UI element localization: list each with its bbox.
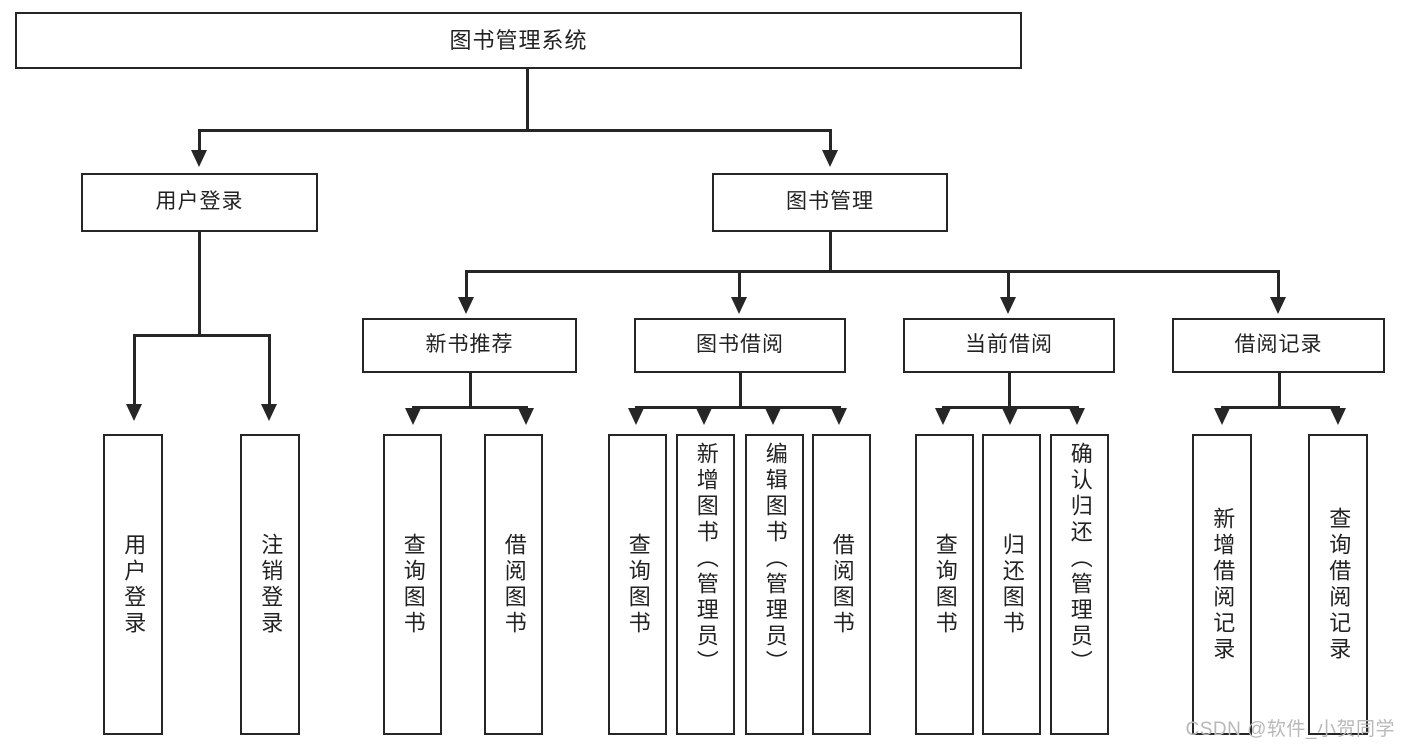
node-label: 当前借阅	[965, 333, 1053, 357]
node-label: 归还图书	[999, 532, 1025, 637]
arrow-borrowrecord-leaf-2	[1330, 408, 1346, 425]
leaf-query-book-current[interactable]: 查询图书	[915, 434, 974, 735]
arrow-bookmgmt-to-record	[1270, 297, 1286, 314]
node-label: 编辑图书（管理员）	[762, 442, 788, 676]
node-book-management[interactable]: 图书管理	[712, 173, 948, 232]
node-label: 确认归还（管理员）	[1067, 442, 1093, 676]
node-new-book-recommend[interactable]: 新书推荐	[362, 318, 577, 373]
watermark-text: CSDN @软件_小贺同学	[1185, 719, 1395, 740]
arrow-bookborrow-leaf-4	[831, 408, 847, 425]
connector-userlogin-stem	[198, 232, 201, 336]
leaf-edit-book-admin[interactable]: 编辑图书（管理员）	[745, 434, 804, 735]
arrow-root-to-userlogin	[191, 150, 207, 167]
node-label: 借阅图书	[501, 532, 527, 637]
leaf-return-book[interactable]: 归还图书	[982, 434, 1041, 735]
leaf-add-borrow-record[interactable]: 新增借阅记录	[1192, 434, 1252, 735]
node-label: 用户登录	[121, 532, 147, 637]
connector-root-to-userlogin	[198, 129, 201, 152]
connector-userlogin-left	[133, 334, 136, 406]
node-label: 新书推荐	[425, 333, 514, 357]
connector-borrowrecord-bus	[1221, 406, 1340, 409]
connector-root-bus	[198, 129, 830, 132]
node-label: 借阅记录	[1234, 333, 1323, 357]
connector-userlogin-right	[268, 334, 271, 406]
node-borrow-record[interactable]: 借阅记录	[1172, 318, 1385, 373]
arrow-newbook-leaf-2	[518, 408, 534, 425]
arrow-bookmgmt-to-newbook	[458, 297, 474, 314]
arrow-bookborrow-leaf-2	[696, 408, 712, 425]
arrow-userlogin-leaf-1	[126, 404, 142, 421]
node-label: 新增借阅记录	[1210, 506, 1236, 663]
node-label: 借阅图书	[829, 532, 855, 637]
leaf-borrow-book[interactable]: 借阅图书	[812, 434, 871, 735]
connector-bookmgmt-b4	[1277, 270, 1280, 299]
connector-root-to-bookmgmt	[829, 129, 832, 152]
arrow-bookmgmt-to-current	[1000, 297, 1016, 314]
node-label: 用户登录	[155, 190, 244, 214]
node-book-borrow[interactable]: 图书借阅	[634, 318, 846, 373]
arrow-root-to-bookmgmt	[822, 150, 838, 167]
node-label: 注销登录	[258, 532, 284, 637]
arrow-currentborrow-leaf-1	[935, 408, 951, 425]
arrow-currentborrow-leaf-3	[1069, 408, 1085, 425]
node-label: 查询图书	[400, 532, 426, 637]
connector-bookborrow-bus	[635, 406, 841, 409]
arrow-currentborrow-leaf-2	[1002, 408, 1018, 425]
connector-bookborrow-stem	[739, 373, 742, 408]
leaf-add-book-admin[interactable]: 新增图书（管理员）	[676, 434, 735, 735]
node-root-system[interactable]: 图书管理系统	[15, 12, 1022, 69]
node-label: 查询图书	[625, 532, 651, 637]
connector-root-stem	[526, 69, 529, 131]
leaf-user-login[interactable]: 用户登录	[103, 434, 163, 735]
leaf-query-book-recommend[interactable]: 查询图书	[383, 434, 442, 735]
connector-bookmgmt-bus	[465, 270, 1280, 273]
node-label: 查询借阅记录	[1326, 506, 1352, 663]
node-current-borrow[interactable]: 当前借阅	[903, 318, 1115, 373]
leaf-logout[interactable]: 注销登录	[240, 434, 300, 735]
leaf-confirm-return-admin[interactable]: 确认归还（管理员）	[1050, 434, 1109, 735]
connector-newbook-stem	[469, 373, 472, 408]
leaf-query-book-borrow[interactable]: 查询图书	[608, 434, 667, 735]
arrow-borrowrecord-leaf-1	[1214, 408, 1230, 425]
arrow-newbook-leaf-1	[405, 408, 421, 425]
node-label: 图书借阅	[696, 333, 784, 357]
leaf-query-borrow-record[interactable]: 查询借阅记录	[1308, 434, 1368, 735]
connector-bookmgmt-b1	[465, 270, 468, 299]
connector-newbook-bus	[412, 406, 528, 409]
leaf-borrow-book-recommend[interactable]: 借阅图书	[484, 434, 543, 735]
connector-bookmgmt-stem	[829, 232, 832, 272]
connector-bookmgmt-b2	[738, 270, 741, 299]
arrow-bookborrow-leaf-1	[628, 408, 644, 425]
node-label: 新增图书（管理员）	[693, 442, 719, 676]
connector-currentborrow-stem	[1008, 373, 1011, 408]
connector-borrowrecord-stem	[1278, 373, 1281, 408]
arrow-bookborrow-leaf-3	[765, 408, 781, 425]
arrow-bookmgmt-to-borrow	[731, 297, 747, 314]
node-label: 图书管理系统	[449, 27, 588, 53]
node-user-login[interactable]: 用户登录	[81, 173, 318, 232]
connector-bookmgmt-b3	[1007, 270, 1010, 299]
arrow-userlogin-leaf-2	[261, 404, 277, 421]
connector-userlogin-bus	[133, 334, 270, 337]
node-label: 图书管理	[786, 190, 874, 214]
node-label: 查询图书	[932, 532, 958, 637]
